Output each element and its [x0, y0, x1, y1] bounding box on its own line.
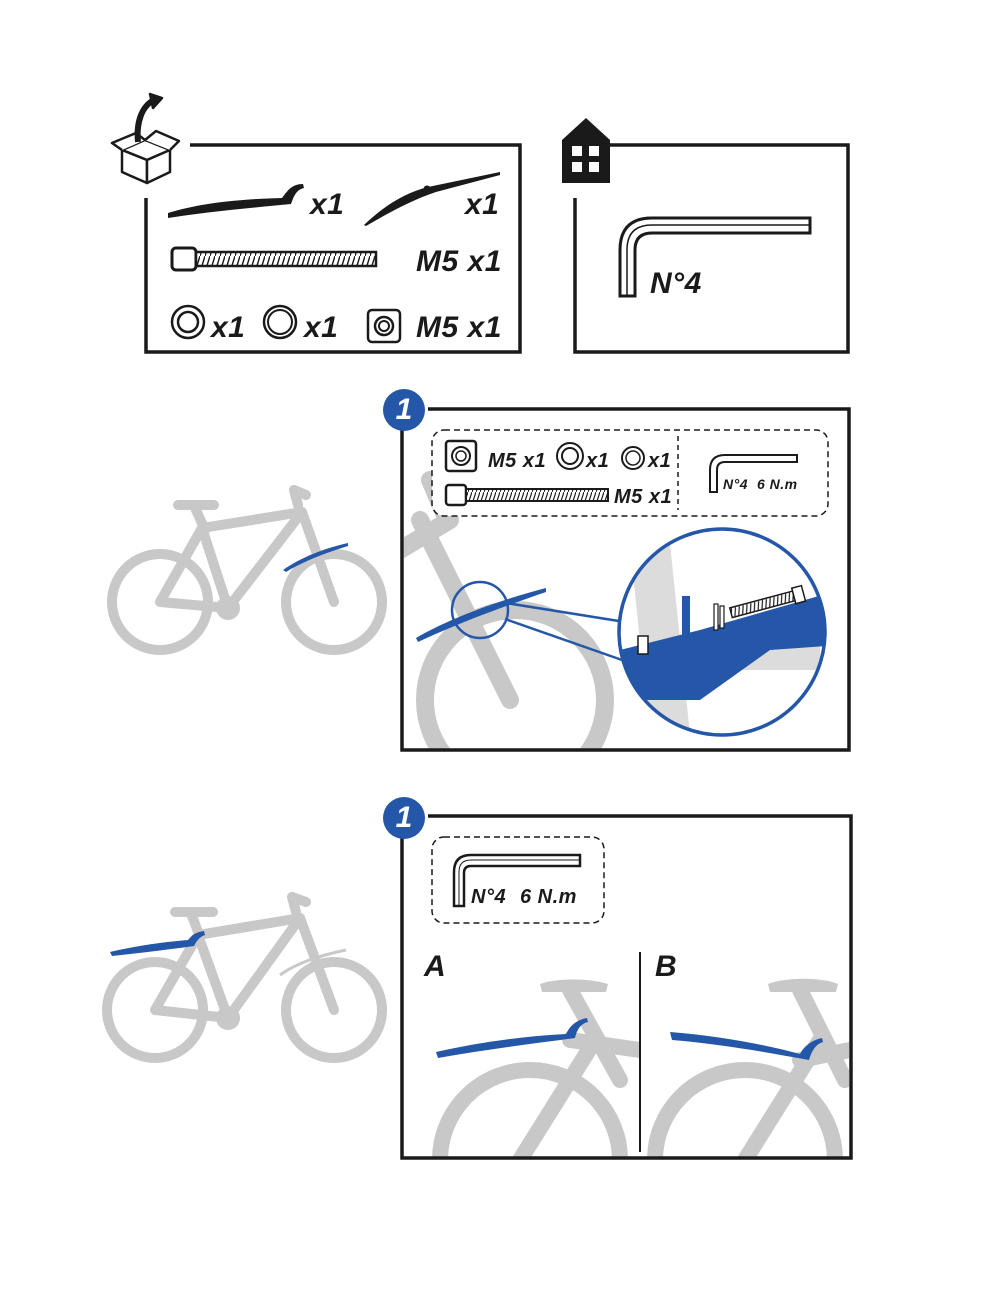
open-box-icon — [110, 92, 181, 185]
step2-badge: 1 — [395, 801, 413, 834]
step2-badge-bg — [383, 797, 425, 839]
square-nut — [366, 308, 402, 344]
step1-washer-large — [556, 442, 584, 470]
step1-allen-key-icon — [709, 454, 798, 493]
washer1-qty: x1 — [211, 311, 246, 344]
option-b-label: B — [655, 950, 678, 983]
step1-bolt-label: M5 x1 — [614, 486, 673, 508]
mudguard-qty: x1 — [310, 188, 345, 221]
rear-fender-overview — [110, 931, 205, 956]
step1-washer2-qty: x1 — [648, 450, 672, 472]
option-b-illustration — [647, 978, 849, 1157]
step1-washer1-qty: x1 — [586, 450, 610, 472]
nut-label: M5 x1 — [416, 311, 502, 344]
step1-badge: 1 — [395, 393, 413, 426]
front-fender-overview — [283, 543, 348, 572]
step1-badge-bg — [383, 389, 425, 431]
step1-torque-label: 6 N.m — [757, 476, 798, 492]
clamp-part — [364, 172, 500, 226]
kit-contents-panel — [144, 143, 522, 354]
washer-small — [262, 304, 298, 340]
step1-square-nut — [444, 439, 478, 473]
bolt-part — [170, 246, 378, 272]
step2-key-label: N°4 — [471, 886, 507, 908]
front-fender-light — [279, 948, 347, 977]
step2-torque-label: 6 N.m — [520, 886, 577, 908]
bolt-label: M5 x1 — [416, 245, 502, 278]
step1-washer-small — [621, 446, 645, 470]
step1-key-label: N°4 — [723, 476, 748, 492]
tool-key-label: N°4 — [650, 267, 702, 300]
bike-front-fender-overview — [107, 485, 387, 655]
tools-panel — [573, 143, 850, 354]
step1-bolt — [444, 483, 609, 507]
front-mudguard-part — [168, 184, 304, 218]
washer2-qty: x1 — [304, 311, 339, 344]
step1-panel — [400, 407, 851, 752]
washer-large — [170, 304, 206, 340]
allen-key-icon — [618, 216, 812, 298]
bike-rear-fender-overview — [102, 892, 387, 1063]
step1-nut-label: M5 x1 — [488, 450, 547, 472]
clamp-qty: x1 — [465, 188, 500, 221]
step2-panel — [400, 814, 853, 1160]
option-a-illustration — [432, 979, 640, 1157]
option-a-label: A — [424, 950, 447, 983]
house-icon — [562, 118, 610, 183]
